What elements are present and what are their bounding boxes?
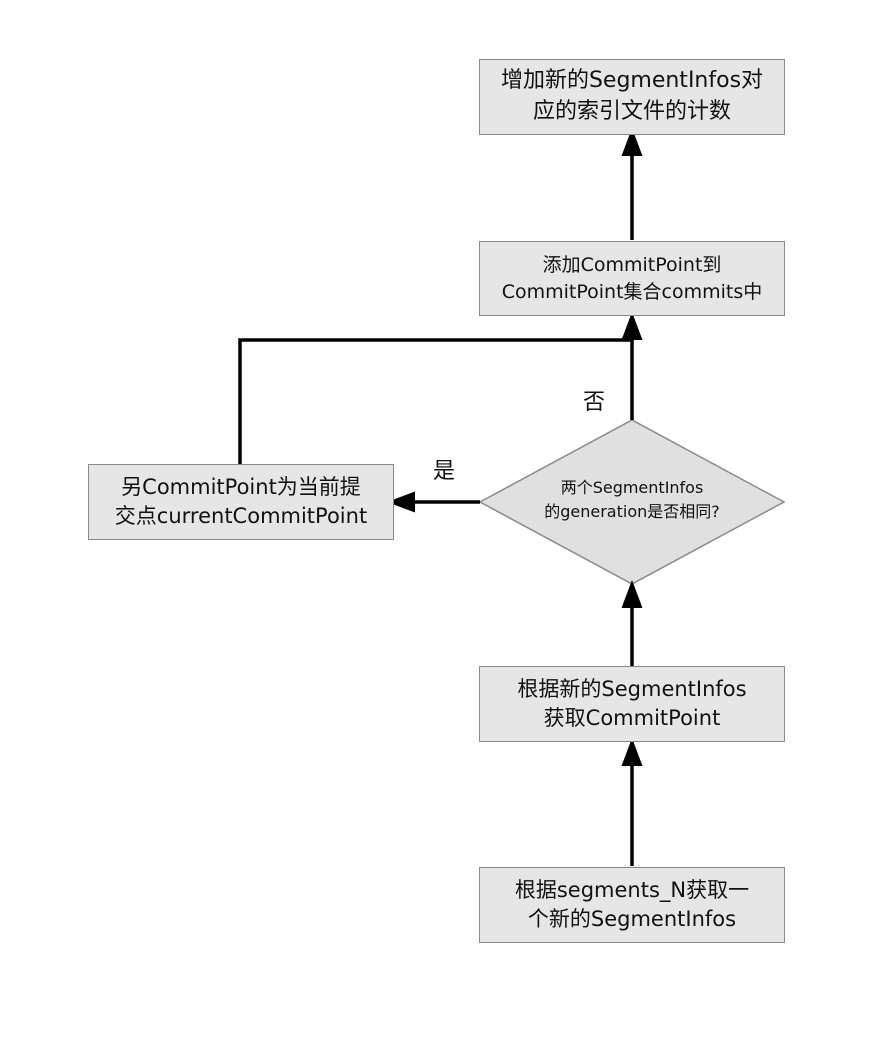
decision-line1: 两个SegmentInfos <box>560 478 704 497</box>
node-get-commit-point: 根据新的SegmentInfos 获取CommitPoint <box>479 666 785 742</box>
edge-label-yes: 是 <box>433 459 456 484</box>
connector-setcurrent-to-merge <box>238 338 632 464</box>
node-get-segment-infos-line2: 个新的SegmentInfos <box>527 907 737 931</box>
node-get-segment-infos-line1: 根据segments_N获取一 <box>514 877 750 902</box>
node-add-commit-point-line2: CommitPoint集合commits中 <box>501 280 763 303</box>
node-set-current-line1: 另CommitPoint为当前提 <box>121 474 361 499</box>
node-add-commit-point: 添加CommitPoint到 CommitPoint集合commits中 <box>479 241 785 316</box>
node-get-segment-infos: 根据segments_N获取一 个新的SegmentInfos <box>479 867 785 943</box>
node-update-count-line2: 应的索引文件的计数 <box>532 99 731 124</box>
node-set-current-commit-point: 另CommitPoint为当前提 交点currentCommitPoint <box>88 464 394 540</box>
node-add-commit-point-line1: 添加CommitPoint到 <box>542 253 722 276</box>
node-update-count: 增加新的SegmentInfos对 应的索引文件的计数 <box>479 59 785 135</box>
node-update-count-line1: 增加新的SegmentInfos对 <box>500 68 764 94</box>
node-set-current-line2: 交点currentCommitPoint <box>114 504 368 528</box>
decision-line2: 的generation是否相同? <box>544 502 720 521</box>
node-get-commit-point-line1: 根据新的SegmentInfos <box>517 676 747 701</box>
node-get-commit-point-line2: 获取CommitPoint <box>543 706 721 730</box>
decision-label: 两个SegmentInfos 的generation是否相同? <box>480 476 784 524</box>
edge-label-no: 否 <box>583 390 606 415</box>
